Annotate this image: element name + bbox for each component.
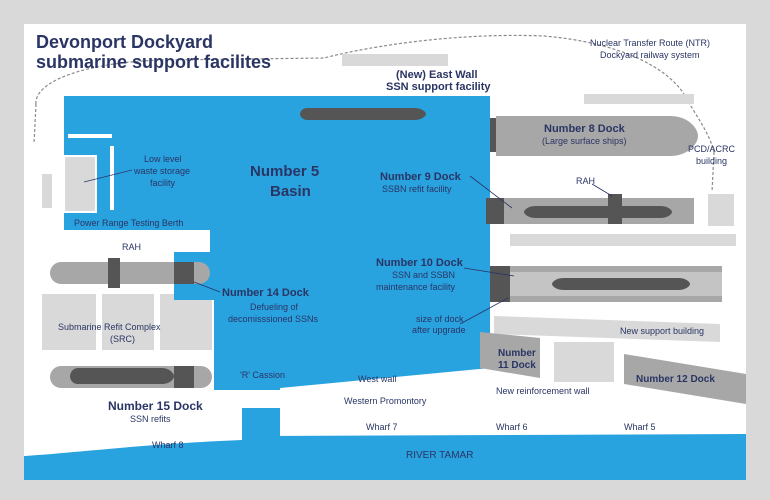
src-building-b	[102, 294, 154, 350]
dock-9-pointer	[469, 175, 513, 209]
new-support-label: New support building	[620, 326, 704, 336]
src-label-1: Submarine Refit Complex	[58, 322, 161, 332]
dock-14-sublabel-1: Defueling of	[250, 302, 299, 312]
r-cassion-label: 'R' Cassion	[240, 370, 285, 380]
west-wall-label: West wall	[358, 374, 396, 384]
submarine-dock9	[524, 206, 672, 218]
dock-11-label-2: 11 Dock	[498, 360, 536, 371]
reinforcement-wall-label: New reinforcement wall	[496, 386, 590, 396]
dock-11-label-1: Number	[498, 348, 536, 359]
src-label-2: (SRC)	[110, 334, 135, 344]
dock-10-pointer	[463, 267, 515, 277]
wharf-7-label: Wharf 7	[366, 422, 398, 432]
rah-14-label: RAH	[122, 242, 141, 252]
dock-10-gate	[490, 266, 510, 302]
size-label-2: after upgrade	[412, 325, 466, 335]
dock-9-gate	[486, 198, 504, 224]
map-title-line1: Devonport Dockyard	[36, 32, 213, 52]
dock-11-12-building	[554, 342, 614, 382]
dock-15-label: Number 15 Dock	[108, 399, 203, 413]
dock-12-label: Number 12 Dock	[636, 374, 715, 385]
submarine-dock10	[552, 278, 690, 290]
building-strip	[510, 234, 736, 246]
src-building-a	[42, 294, 96, 350]
dock-14-sublabel-2: decomisssioned SSNs	[228, 314, 319, 324]
number-5-basin	[64, 96, 490, 390]
jetty-2	[110, 146, 114, 210]
river-tamar	[24, 434, 746, 480]
low-level-label-1: Low level	[144, 154, 182, 164]
map-title-line2: submarine support facilites	[36, 52, 271, 72]
building-northeast	[584, 94, 694, 104]
submarine-dock15	[70, 368, 174, 384]
low-level-pointer	[83, 169, 133, 183]
dock-9-sublabel: SSBN refit facility	[382, 184, 452, 194]
east-wall-label-1: (New) East Wall	[396, 69, 478, 81]
pcd-label-1: PCD/ACRC	[688, 144, 736, 154]
dock-8-sublabel: (Large surface ships)	[542, 136, 627, 146]
ntr-label-1: Nuclear Transfer Route (NTR)	[590, 38, 710, 48]
river-tamar-label: RIVER TAMAR	[406, 450, 473, 461]
size-pointer	[459, 297, 509, 325]
building-west	[42, 174, 52, 208]
ntr-label-2: Dockyard railway system	[600, 50, 700, 60]
size-label-1: size of dock	[416, 314, 464, 324]
jetty-1	[68, 134, 112, 138]
east-wall-label-2: SSN support facility	[386, 81, 491, 93]
dock-8-label: Number 8 Dock	[544, 123, 626, 135]
low-level-label-2: waste storage	[133, 166, 190, 176]
dock-8-gate	[490, 118, 496, 152]
number-12-dock	[624, 354, 746, 404]
dock-14-gate	[174, 262, 194, 284]
ntr-route-west	[33, 103, 37, 145]
wharf-8-label: Wharf 8	[152, 440, 184, 450]
wharf-5-label: Wharf 5	[624, 422, 656, 432]
waste-storage-facility	[63, 155, 97, 213]
pcd-label-2: building	[696, 156, 727, 166]
src-building-c	[160, 294, 212, 350]
rah-9	[608, 194, 622, 224]
dock-15-sublabel: SSN refits	[130, 414, 171, 424]
rah-9-label: RAH	[576, 176, 595, 186]
r-cassion-channel	[242, 408, 280, 440]
dock-10-sublabel-2: maintenance facility	[376, 282, 456, 292]
submarine-basin	[300, 108, 426, 120]
number-8-dock	[496, 116, 698, 156]
pcd-acrc-building	[708, 194, 734, 226]
wharf-6-label: Wharf 6	[496, 422, 528, 432]
west-land-south	[24, 404, 242, 456]
dock-10-sublabel-1: SSN and SSBN	[392, 270, 455, 280]
map-frame: Devonport Dockyard submarine support fac…	[24, 24, 746, 480]
basin-label-2: Basin	[270, 183, 311, 200]
number-14-dock	[50, 262, 210, 284]
building-north	[342, 54, 448, 66]
dock-15-gate	[174, 366, 194, 388]
submarine-icons	[70, 108, 690, 384]
rah-9-pointer	[591, 183, 613, 197]
dock-14-pointer	[193, 281, 221, 293]
number-11-dock	[480, 332, 540, 378]
power-range-label: Power Range Testing Berth	[74, 218, 183, 228]
low-level-label-3: facility	[150, 178, 176, 188]
dock-14-label: Number 14 Dock	[222, 287, 310, 299]
western-promontory-label: Western Promontory	[344, 396, 427, 406]
basin-label-1: Number 5	[250, 163, 319, 180]
dock-10-label: Number 10 Dock	[376, 257, 464, 269]
ntr-route-east	[711, 151, 715, 193]
dock-9-label: Number 9 Dock	[380, 171, 462, 183]
dockyard-map: Devonport Dockyard submarine support fac…	[24, 24, 746, 480]
rah-14	[108, 258, 120, 288]
new-support-building	[494, 316, 720, 342]
